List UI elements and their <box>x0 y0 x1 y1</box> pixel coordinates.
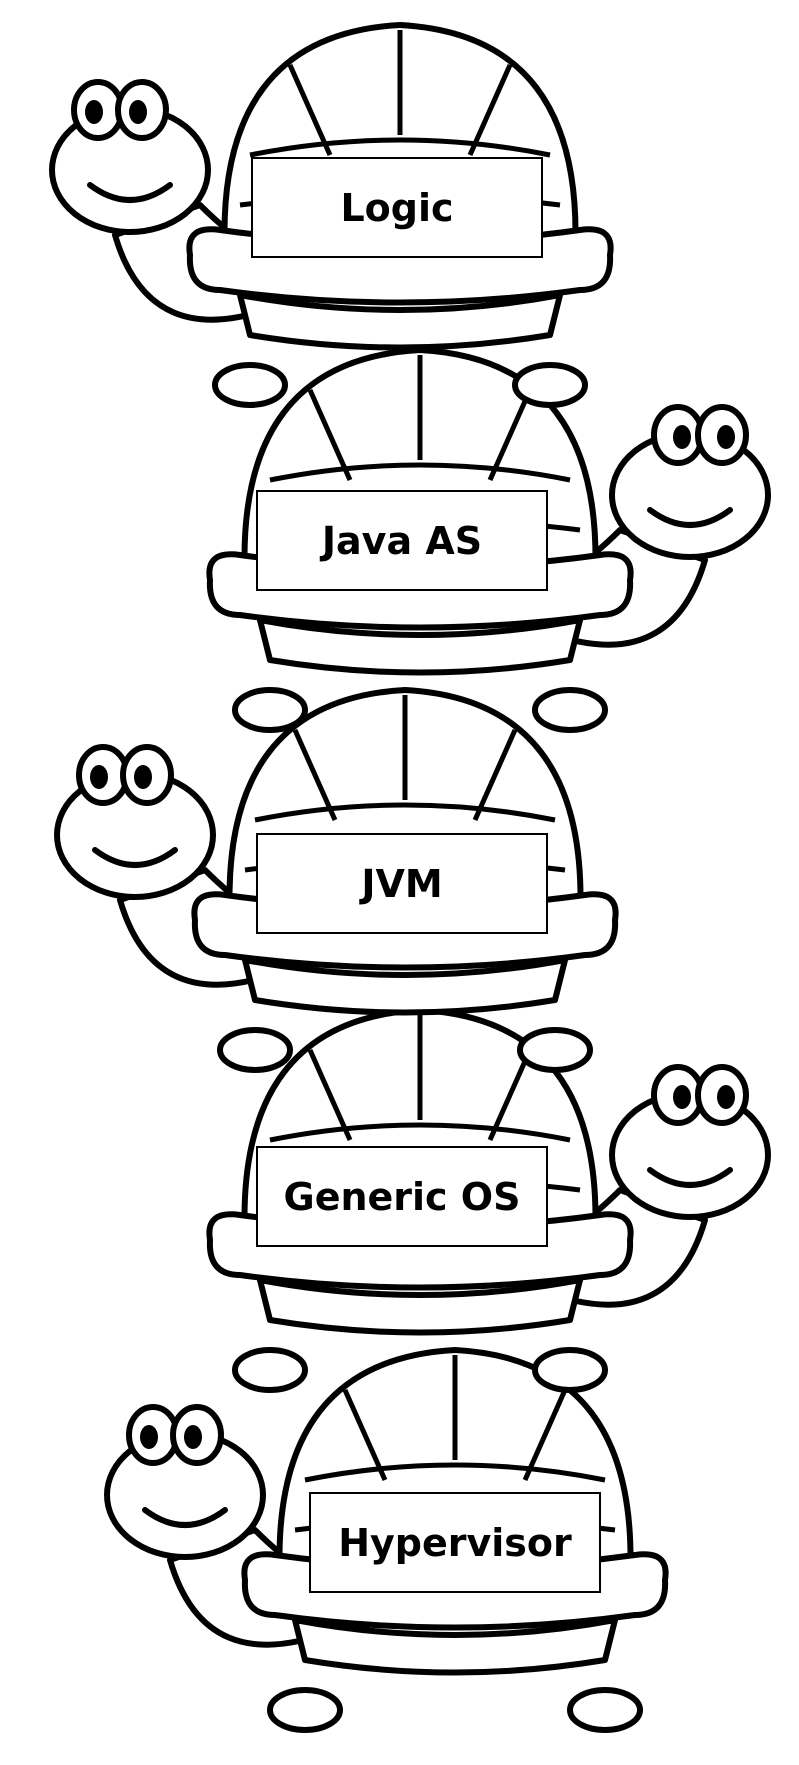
turtle-smile <box>647 507 733 528</box>
turtle-foot <box>232 687 308 733</box>
turtle-pupil <box>90 765 108 789</box>
turtle-foot <box>517 1027 593 1073</box>
turtle-belly <box>292 1617 618 1676</box>
turtle-foot <box>512 362 588 408</box>
turtle-smile <box>142 1507 228 1528</box>
shell-pattern <box>304 1462 606 1483</box>
layer-label-hypervisor: Hypervisor <box>309 1492 601 1593</box>
turtle-pupil <box>129 100 147 124</box>
turtle-foot <box>267 1687 343 1733</box>
turtle-belly <box>257 617 583 676</box>
shell-pattern <box>287 30 513 157</box>
turtle-pupil <box>85 100 103 124</box>
shell-pattern <box>307 1015 533 1142</box>
shell-pattern <box>269 1122 571 1143</box>
turtle-foot <box>232 1347 308 1393</box>
layer-label-generic-os: Generic OS <box>256 1146 548 1247</box>
turtle-smile <box>92 847 178 868</box>
turtle-foot <box>532 1347 608 1393</box>
layer-label-java-as: Java AS <box>256 490 548 591</box>
shell-pattern <box>307 355 533 482</box>
turtle-pupil <box>134 765 152 789</box>
turtle-pupil <box>717 1085 735 1109</box>
turtle-pupil <box>673 1085 691 1109</box>
turtle-smile <box>647 1167 733 1188</box>
shell-pattern <box>269 462 571 483</box>
turtle-pupil <box>140 1425 158 1449</box>
turtle-foot <box>217 1027 293 1073</box>
turtle-pupil <box>673 425 691 449</box>
layer-label-jvm: JVM <box>256 833 548 934</box>
turtle-foot <box>212 362 288 408</box>
turtle-foot <box>532 687 608 733</box>
shell-pattern <box>249 137 551 158</box>
turtle-pupil <box>717 425 735 449</box>
turtle-belly <box>257 1277 583 1336</box>
shell-pattern <box>292 695 518 822</box>
layer-label-logic: Logic <box>251 157 543 258</box>
turtle-foot <box>567 1687 643 1733</box>
shell-pattern <box>254 802 556 823</box>
turtle-smile <box>87 182 173 203</box>
turtle-pupil <box>184 1425 202 1449</box>
shell-pattern <box>342 1355 568 1482</box>
turtle-belly <box>237 292 563 351</box>
turtle-belly <box>242 957 568 1016</box>
